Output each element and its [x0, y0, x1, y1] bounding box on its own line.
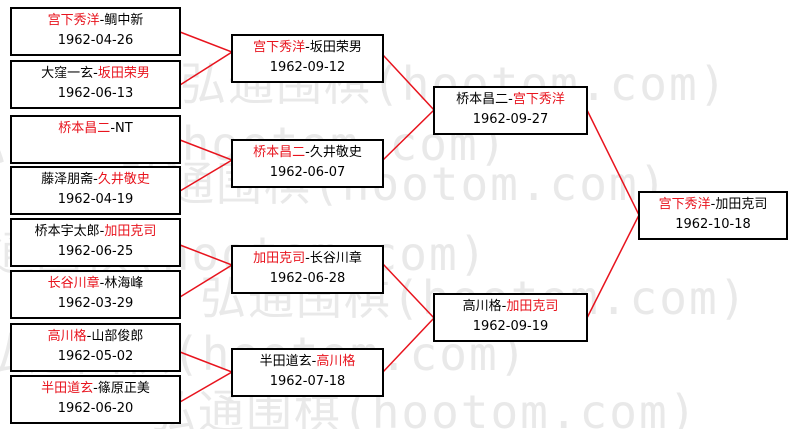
- connector-line: [586, 109, 640, 319]
- connector-line: [382, 263, 436, 373]
- player-winner: 加田克司: [506, 299, 559, 314]
- connector-line: [179, 351, 234, 403]
- match-box-r3-1: 桥本昌二-宫下秀洋 1962-09-27: [433, 86, 588, 135]
- match-date: 1962-06-28: [269, 271, 346, 286]
- match-players: 加田克司-长谷川章: [253, 251, 362, 266]
- match-box-r3-2: 高川格-加田克司 1962-09-19: [433, 293, 588, 342]
- match-players: 桥本昌二-久井敬史: [253, 145, 362, 160]
- match-box-final: 宫下秀洋-加田克司 1962-10-18: [638, 191, 788, 240]
- player-loser: 林海峰: [104, 276, 144, 291]
- match-box-r1-5: 桥本宇太郎-加田克司 1962-06-25: [10, 218, 181, 267]
- match-date: 1962-05-02: [57, 349, 134, 364]
- connector-line: [382, 54, 436, 161]
- match-date: 1962-06-13: [57, 86, 134, 101]
- player-winner: 桥本昌二: [253, 145, 306, 160]
- player-winner: 桥本昌二: [58, 121, 111, 136]
- match-date: 1962-09-19: [472, 319, 549, 334]
- match-players: 桥本宇太郎-加田克司: [34, 224, 157, 239]
- player-loser: 加田克司: [715, 197, 768, 212]
- match-box-r1-8: 半田道玄-篠原正美 1962-06-20: [10, 375, 181, 424]
- match-players: 长谷川章-林海峰: [47, 276, 144, 291]
- player-winner: 宫下秀洋: [512, 92, 565, 107]
- connector-line: [179, 31, 234, 86]
- player-winner: 长谷川章: [47, 276, 100, 291]
- player-loser: 大窪一玄: [41, 66, 94, 81]
- match-box-r1-4: 藤泽朋斋-久井敬史 1962-04-19: [10, 166, 181, 215]
- match-box-r1-3: 桥本昌二-NT: [10, 115, 181, 164]
- player-loser: NT: [115, 121, 133, 136]
- player-winner: 加田克司: [104, 224, 157, 239]
- player-loser: 鲷中新: [104, 13, 144, 28]
- match-date: 1962-09-27: [472, 112, 549, 127]
- match-date: 1962-06-25: [57, 244, 134, 259]
- player-loser: 山部俊郎: [91, 329, 144, 344]
- player-winner: 高川格: [47, 329, 87, 344]
- player-loser: 长谷川章: [309, 251, 362, 266]
- match-box-r1-7: 高川格-山部俊郎 1962-05-02: [10, 323, 181, 372]
- match-players: 大窪一玄-坂田荣男: [41, 66, 150, 81]
- match-date: 1962-06-20: [57, 401, 134, 416]
- connector-line: [179, 244, 234, 298]
- match-date: 1962-04-19: [57, 192, 134, 207]
- player-loser: 桥本宇太郎: [34, 224, 100, 239]
- match-players: 桥本昌二-NT: [58, 121, 133, 136]
- match-date: 1962-10-18: [675, 217, 751, 232]
- match-box-r2-2: 桥本昌二-久井敬史 1962-06-07: [231, 139, 384, 188]
- player-winner: 半田道玄: [41, 381, 94, 396]
- match-players: 宫下秀洋-坂田荣男: [253, 40, 362, 55]
- player-loser: 久井敬史: [309, 145, 362, 160]
- player-loser: 高川格: [462, 299, 502, 314]
- match-date: 1962-06-07: [269, 165, 346, 180]
- match-players: 半田道玄-篠原正美: [41, 381, 150, 396]
- match-players: 藤泽朋斋-久井敬史: [41, 172, 150, 187]
- match-box-r2-4: 半田道玄-高川格 1962-07-18: [231, 348, 384, 397]
- match-box-r1-1: 宫下秀洋-鲷中新 1962-04-26: [10, 7, 181, 56]
- match-box-r1-2: 大窪一玄-坂田荣男 1962-06-13: [10, 60, 181, 109]
- player-winner: 宫下秀洋: [253, 40, 306, 55]
- match-players: 高川格-山部俊郎: [47, 329, 144, 344]
- player-loser: 藤泽朋斋: [41, 172, 94, 187]
- match-players: 桥本昌二-宫下秀洋: [456, 92, 565, 107]
- player-winner: 加田克司: [253, 251, 306, 266]
- player-winner: 高川格: [316, 354, 356, 369]
- match-box-r1-6: 长谷川章-林海峰 1962-03-29: [10, 270, 181, 319]
- match-date: 1962-04-26: [57, 33, 134, 48]
- player-loser: 篠原正美: [97, 381, 150, 396]
- match-date: 1962-07-18: [269, 374, 346, 389]
- match-players: 宫下秀洋-鲷中新: [47, 13, 144, 28]
- connector-line: [179, 139, 234, 192]
- player-winner: 宫下秀洋: [47, 13, 100, 28]
- player-winner: 久井敬史: [97, 172, 150, 187]
- player-winner: 宫下秀洋: [658, 197, 711, 212]
- player-loser: 半田道玄: [259, 354, 312, 369]
- player-loser: 坂田荣男: [309, 40, 362, 55]
- match-players: 宫下秀洋-加田克司: [658, 197, 768, 212]
- match-date: 1962-09-12: [269, 60, 346, 75]
- match-box-r2-3: 加田克司-长谷川章 1962-06-28: [231, 245, 384, 294]
- player-loser: 桥本昌二: [456, 92, 509, 107]
- match-players: 半田道玄-高川格: [259, 354, 356, 369]
- player-winner: 坂田荣男: [97, 66, 150, 81]
- match-box-r2-1: 宫下秀洋-坂田荣男 1962-09-12: [231, 34, 384, 83]
- match-date: 1962-03-29: [57, 296, 134, 311]
- match-players: 高川格-加田克司: [462, 299, 559, 314]
